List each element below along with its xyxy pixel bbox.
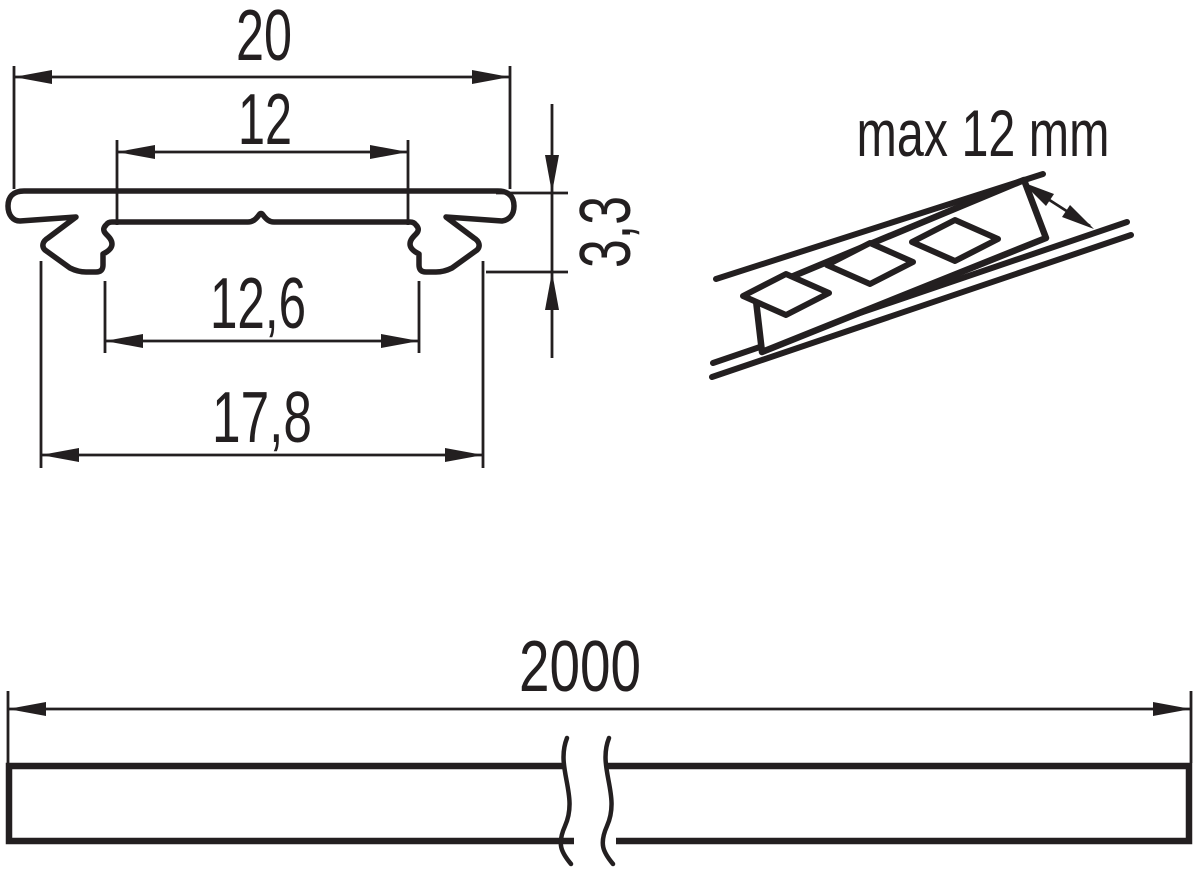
dim-height-label: 3,3 (566, 196, 646, 268)
dim-length-label: 2000 (519, 627, 641, 707)
arrowhead-left-icon (8, 702, 46, 716)
led-pad (909, 217, 1001, 264)
arrowhead-up-icon (545, 272, 559, 310)
led-strip-view: max 12 mm (709, 96, 1134, 380)
arrowhead-left-icon (105, 334, 143, 348)
arrowhead-left-icon (117, 145, 155, 159)
led-pad (740, 271, 832, 318)
arrowhead-right-icon (381, 334, 419, 348)
arrowhead-right-icon (445, 448, 483, 462)
dimension-clip-outer-width: 17,8 (39, 261, 485, 468)
profile-bar-left (5, 762, 574, 845)
dimension-clip-inner-width: 12,6 (103, 264, 421, 353)
strip-width-arrow (1022, 182, 1094, 229)
dim-clip-outer-width-label: 17,8 (212, 378, 312, 458)
dim-outer-width-label: 20 (236, 0, 292, 76)
length-view: 2000 (5, 627, 1193, 867)
dimension-length: 2000 (6, 627, 1193, 763)
arrowhead-left-icon (14, 70, 52, 84)
arrowhead-upper-icon (1022, 182, 1054, 206)
dim-clip-inner-width-label: 12,6 (210, 264, 306, 344)
arrowhead-right-icon (1153, 702, 1191, 716)
break-line (558, 735, 574, 867)
break-line (600, 735, 616, 867)
strip-max-width-label: max 12 mm (857, 96, 1110, 170)
dimension-height: 3,3 (486, 104, 646, 358)
arrowhead-down-icon (545, 155, 559, 193)
arrowhead-right-icon (472, 70, 510, 84)
dimension-top-opening: 12 (115, 80, 410, 225)
dimension-outer-width: 20 (12, 0, 512, 189)
cross-section-view: 20 12 3,3 12,6 (5, 0, 646, 468)
profile-bar-right (606, 762, 1193, 845)
arrowhead-left-icon (41, 448, 79, 462)
profile-cross-section-outline (5, 188, 517, 275)
strip-underside-line (709, 232, 1134, 380)
arrowhead-right-icon (370, 145, 408, 159)
dim-top-opening-label: 12 (238, 80, 292, 160)
led-pad (824, 240, 916, 287)
arrowhead-lower-icon (1062, 205, 1094, 229)
